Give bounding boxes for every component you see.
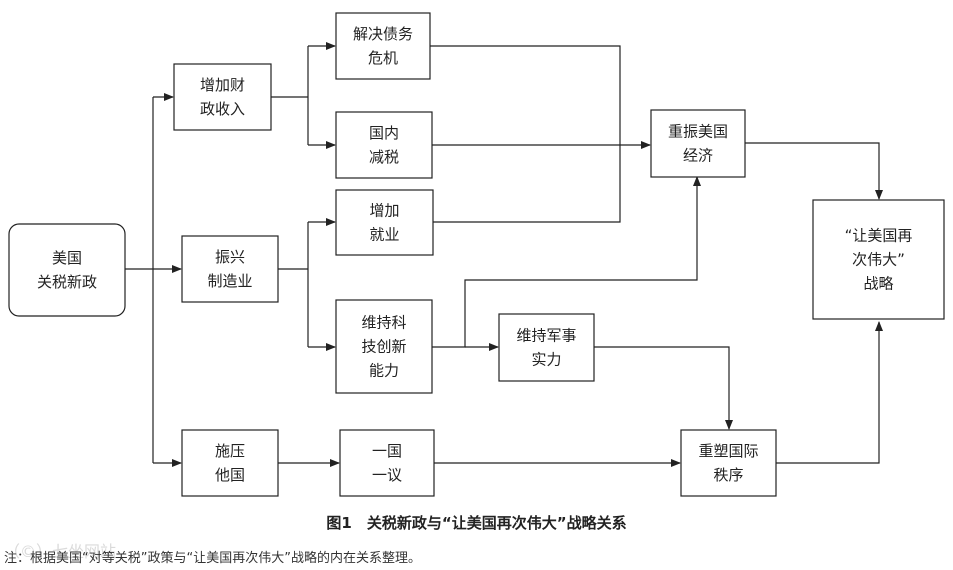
node-box — [335, 111, 433, 179]
node-label-line: 次伟大” — [852, 251, 905, 269]
node-box — [680, 429, 777, 497]
node-label-line: 维持军事 — [516, 327, 576, 345]
node-label-line: 增加财 — [200, 76, 245, 94]
node-box — [812, 199, 945, 320]
node-box — [8, 223, 126, 317]
node-label-line: 解决债务 — [353, 25, 413, 43]
node-label-line: 重振美国 — [668, 123, 728, 141]
node-box — [335, 299, 433, 394]
node-maga-strategy: “让美国再次伟大” 战略 — [812, 199, 945, 320]
node-box — [650, 109, 746, 178]
node-label-line: 实力 — [531, 351, 561, 369]
watermark: （©）七坐网站 — [4, 542, 117, 561]
edge-debt-to-merge — [430, 45, 621, 223]
node-label-line: 技创新 — [361, 338, 406, 356]
node-label-line: 他国 — [215, 466, 245, 484]
node-label-line: 一国 — [372, 442, 402, 460]
node-label-line: “让美国再 — [845, 227, 913, 245]
node-box — [335, 12, 431, 80]
edge-order-to-maga — [776, 321, 883, 464]
node-box — [498, 313, 595, 382]
edge-military-to-order — [594, 346, 733, 430]
node-label-line: 秩序 — [713, 466, 743, 484]
node-label-line: 政收入 — [200, 100, 245, 118]
figure-caption: 图1 关税新政与“让美国再次伟大”战略关系 — [326, 514, 627, 532]
diagram-edges — [125, 42, 883, 467]
node-label-line: 战略 — [863, 275, 893, 293]
edge-innovation-to-economy — [432, 176, 701, 348]
node-box — [181, 429, 279, 497]
node-label-line: 施压 — [215, 442, 245, 460]
node-label-line: 制造业 — [207, 272, 252, 290]
edge-economy-to-maga — [745, 142, 883, 200]
node-label-line: 关税新政 — [37, 273, 97, 291]
node-label-line: 危机 — [368, 49, 398, 67]
node-label-line: 国内 — [369, 124, 399, 142]
node-label-line: 振兴 — [215, 248, 245, 266]
node-label-line: 美国 — [52, 249, 82, 267]
node-label-line: 一议 — [372, 466, 402, 484]
node-label-line: 减税 — [369, 148, 399, 166]
node-box — [339, 429, 435, 497]
node-label-line: 能力 — [369, 362, 399, 380]
figure-note: 注：根据美国“对等关税”政策与“让美国再次伟大”战略的内在关系整理。 — [4, 551, 421, 566]
node-label-line: 重塑国际 — [698, 442, 758, 460]
node-label-line: 就业 — [369, 226, 399, 244]
node-box — [181, 235, 279, 303]
node-box — [335, 189, 434, 256]
node-label-line: 经济 — [683, 147, 713, 165]
node-label-line: 增加 — [369, 202, 399, 220]
node-box — [173, 63, 272, 131]
node-label-line: 维持科 — [361, 314, 406, 332]
